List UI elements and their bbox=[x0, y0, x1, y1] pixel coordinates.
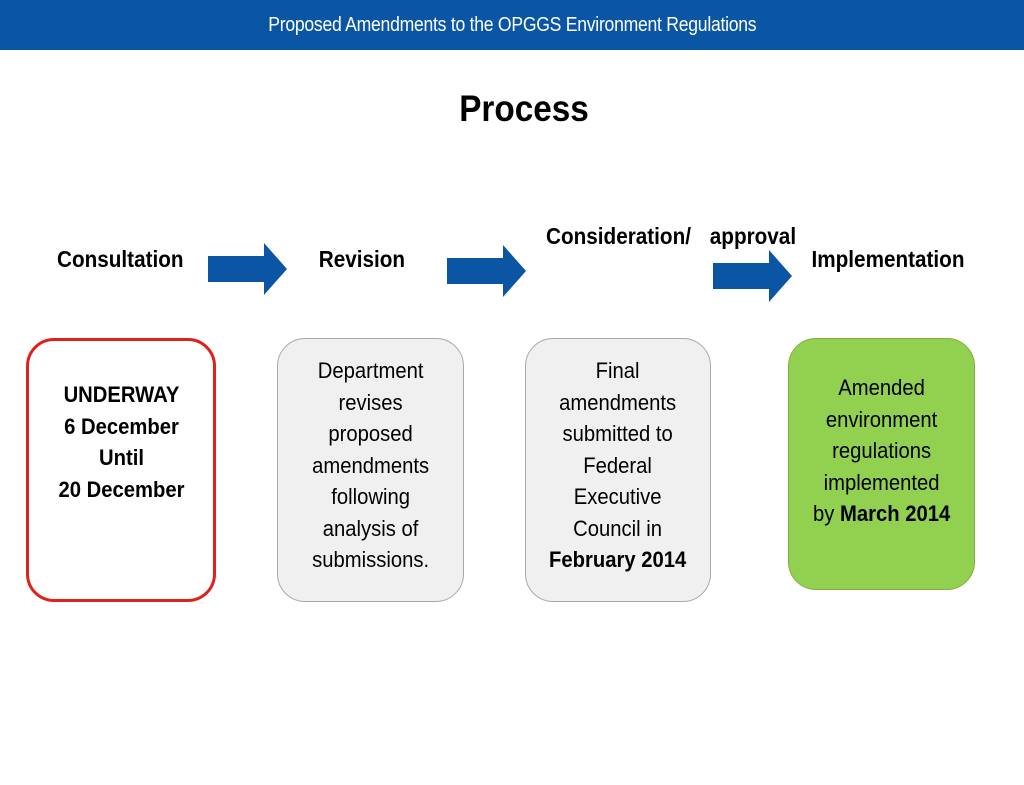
implementation-date: March 2014 bbox=[839, 501, 951, 526]
approval-date: February 2014 bbox=[549, 547, 687, 572]
step-label-consideration-line: Consideration/ bbox=[546, 223, 691, 249]
approval-text-line: Final bbox=[596, 358, 640, 383]
consultation-end-date: 20 December bbox=[57, 476, 185, 502]
revision-text-line: Department bbox=[317, 358, 424, 383]
approval-text-line: Executive bbox=[574, 484, 662, 509]
step-label-consultation: Consultation bbox=[50, 244, 190, 275]
consultation-status-text: UNDERWAY bbox=[63, 382, 179, 407]
step-label-revision: Revision bbox=[300, 244, 424, 275]
consultation-until-text: Until bbox=[98, 445, 144, 470]
step-label-consideration-approval: Consideration/ approval bbox=[538, 221, 796, 252]
revision-text-line: analysis of bbox=[322, 515, 419, 541]
step-label-approval-line: approval bbox=[710, 223, 797, 249]
header-title: Proposed Amendments to the OPGGS Environ… bbox=[267, 13, 757, 36]
step-label-implementation: Implementation bbox=[800, 244, 976, 275]
approval-text-line: submitted to bbox=[562, 421, 674, 446]
consultation-status-box: UNDERWAY 6 December Until 20 December bbox=[26, 338, 216, 602]
revision-text-line: following bbox=[331, 484, 410, 509]
right-arrow-icon bbox=[447, 245, 526, 297]
revision-text-line: amendments bbox=[311, 452, 430, 478]
right-arrow-icon bbox=[208, 243, 287, 295]
implementation-text-line: regulations bbox=[831, 438, 932, 463]
slide-title: Process bbox=[0, 88, 1024, 130]
approval-text-line: Council in bbox=[573, 515, 663, 541]
approval-text-line: amendments bbox=[559, 389, 677, 415]
step-label-implementation-text: Implementation bbox=[811, 246, 965, 272]
revision-box: Department revises proposed amendments f… bbox=[277, 338, 464, 602]
revision-text-line: proposed bbox=[328, 421, 413, 446]
implementation-text-line: Amended bbox=[838, 375, 925, 400]
header-banner: Proposed Amendments to the OPGGS Environ… bbox=[0, 0, 1024, 50]
revision-text-line: submissions. bbox=[312, 547, 429, 572]
consultation-start-date: 6 December bbox=[63, 413, 179, 439]
step-label-consultation-text: Consultation bbox=[57, 246, 184, 272]
slide-title-text: Process bbox=[459, 88, 589, 129]
implementation-box: Amended environment regulations implemen… bbox=[788, 338, 975, 590]
implementation-by-text: by bbox=[812, 501, 835, 526]
step-label-revision-text: Revision bbox=[318, 246, 406, 272]
right-arrow-icon bbox=[713, 250, 792, 302]
implementation-text-line: environment bbox=[825, 406, 938, 432]
implementation-text-line: implemented bbox=[823, 469, 940, 495]
implementation-date-line: by March 2014 bbox=[813, 498, 950, 530]
revision-text-line: revises bbox=[338, 389, 403, 415]
approval-box: Final amendments submitted to Federal Ex… bbox=[525, 338, 711, 602]
approval-text-line: Federal bbox=[583, 452, 653, 478]
